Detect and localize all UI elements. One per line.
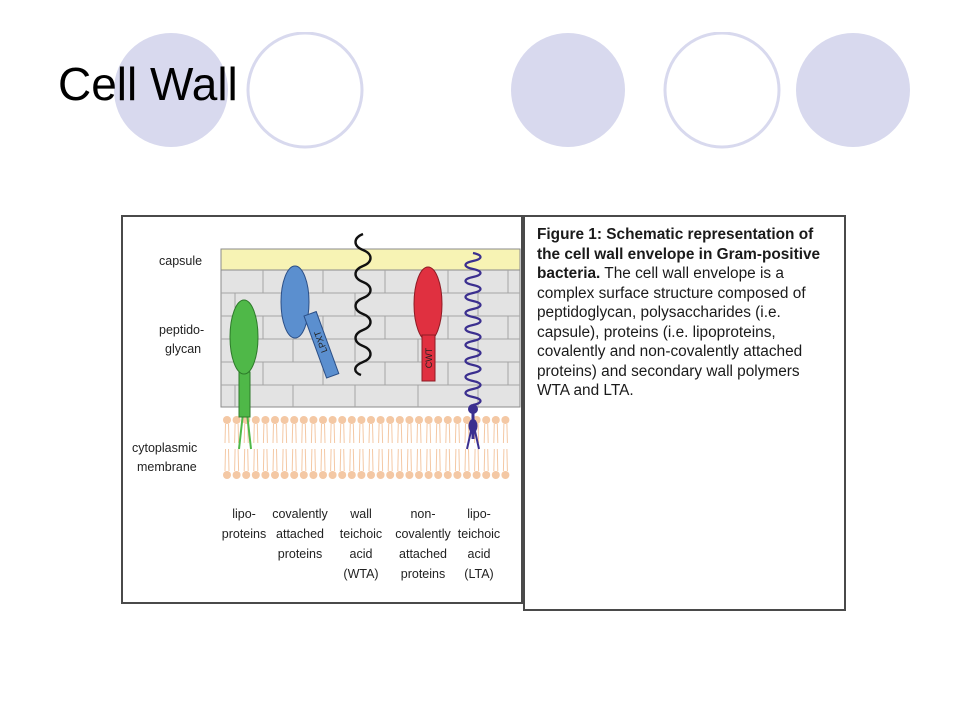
svg-text:wall: wall [349, 507, 372, 521]
caption-heading: Figure 1: Schematic representation of th… [537, 226, 821, 282]
svg-text:acid: acid [350, 547, 373, 561]
svg-text:proteins: proteins [278, 547, 322, 561]
covalently-attached-protein: LPXT [280, 265, 340, 379]
component-label-wta: wall teichoic acid (WTA) [340, 507, 382, 581]
slide-title: Cell Wall [58, 58, 238, 110]
label-membrane-2: membrane [137, 460, 197, 474]
caption-body: The cell wall envelope is a complex surf… [537, 265, 806, 399]
figure-caption: Figure 1: Schematic representation of th… [537, 225, 834, 401]
svg-text:proteins: proteins [222, 527, 266, 541]
svg-text:teichoic: teichoic [458, 527, 500, 541]
svg-text:covalently: covalently [395, 527, 451, 541]
cwt-label: CWT [424, 347, 434, 368]
non-covalently-attached-protein: CWT [413, 266, 443, 382]
deco-circle-filled-2 [511, 33, 625, 147]
svg-text:lipo-: lipo- [467, 507, 491, 521]
label-capsule: capsule [159, 254, 202, 268]
deco-ring-2 [663, 32, 781, 149]
svg-text:non-: non- [410, 507, 435, 521]
svg-text:attached: attached [399, 547, 447, 561]
svg-text:attached: attached [276, 527, 324, 541]
deco-ring-1 [246, 32, 364, 149]
svg-text:acid: acid [468, 547, 491, 561]
label-peptidoglycan-1: peptido- [159, 323, 204, 337]
wall-teichoic-acid-chain [354, 232, 372, 377]
svg-text:teichoic: teichoic [340, 527, 382, 541]
svg-text:lipo-: lipo- [232, 507, 256, 521]
deco-circle-filled-1 [114, 33, 228, 147]
lipoteichoic-acid [464, 251, 482, 450]
cytoplasmic-membrane [223, 416, 510, 479]
cwt-anchor-tag [421, 334, 436, 382]
component-label-lipoproteins: lipo- proteins [222, 507, 266, 541]
svg-text:(WTA): (WTA) [343, 567, 378, 581]
lipoprotein [229, 299, 259, 450]
lpxt-anchor-tag [303, 310, 340, 379]
svg-text:(LTA): (LTA) [464, 567, 493, 581]
decorative-circles [114, 32, 910, 149]
component-label-covalent: covalently attached proteins [272, 507, 328, 561]
component-label-lta: lipo- teichoic acid (LTA) [458, 507, 500, 581]
label-peptidoglycan-2: glycan [165, 342, 201, 356]
svg-text:covalently: covalently [272, 507, 328, 521]
component-label-noncovalent: non- covalently attached proteins [395, 507, 451, 581]
label-membrane-1: cytoplasmic [132, 441, 197, 455]
figure-caption-box: Figure 1: Schematic representation of th… [523, 215, 846, 611]
svg-text:proteins: proteins [401, 567, 445, 581]
cell-wall-diagram: LPXT CWT capsule peptido- glycan cytopla… [121, 215, 523, 604]
deco-circle-filled-3 [796, 33, 910, 147]
